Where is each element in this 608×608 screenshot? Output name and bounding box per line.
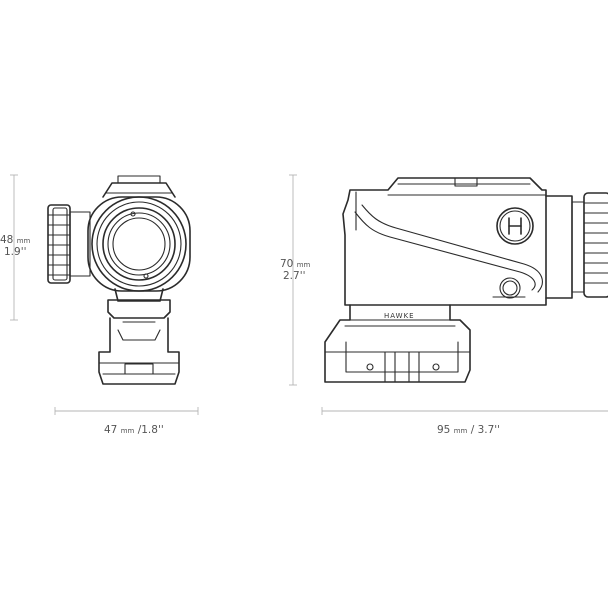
side-length-value: 95 — [437, 424, 451, 436]
front-height-imperial: 1.9'' — [4, 246, 27, 258]
side-view — [324, 177, 608, 383]
front-height-value: 48 — [0, 234, 14, 246]
front-width-imperial: /1.8'' — [137, 424, 164, 436]
objective-lens-housing — [545, 192, 608, 299]
front-height-unit: mm — [16, 237, 31, 245]
front-width-unit: mm — [120, 427, 135, 435]
side-height-value: 70 — [280, 258, 294, 270]
side-height-unit: mm — [296, 261, 311, 269]
front-view — [47, 175, 191, 385]
dimension-lines — [10, 174, 608, 415]
turret-knob-left — [47, 204, 91, 284]
lens-rings — [91, 196, 187, 292]
front-width-label: 47 mm /1.8'' — [104, 425, 164, 437]
brand-logo: HAWKE — [384, 312, 415, 320]
side-length-label: 95 mm / 3.7'' — [437, 425, 500, 437]
side-length-imperial: / 3.7'' — [470, 424, 501, 436]
front-width-value: 47 — [104, 424, 118, 436]
front-height-label: 48 mm 1.9'' — [0, 235, 30, 258]
side-length-unit: mm — [453, 427, 468, 435]
battery-cap — [496, 207, 534, 245]
picatinny-mount — [98, 317, 180, 385]
side-height-imperial: 2.7'' — [283, 270, 306, 282]
side-mount — [324, 304, 471, 383]
side-height-label: 70 mm 2.7'' — [280, 259, 310, 282]
